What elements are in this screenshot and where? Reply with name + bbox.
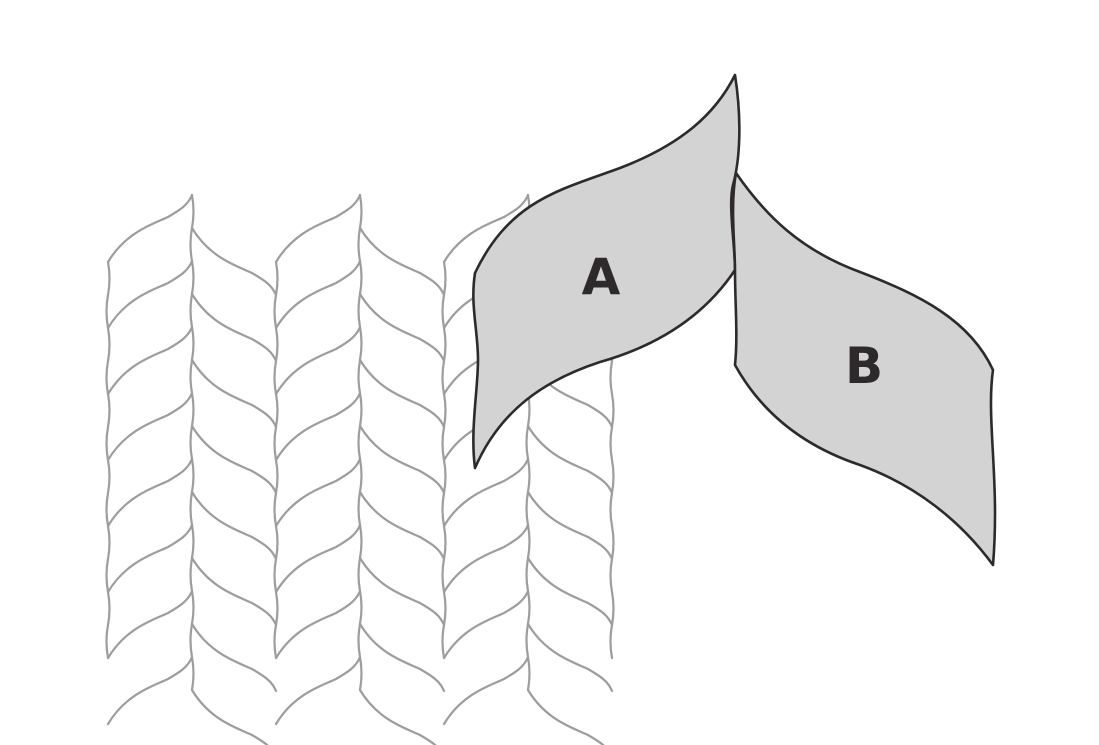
tile-curve: [274, 193, 362, 264]
tile-curve: [358, 622, 446, 693]
tile-curve: [358, 556, 446, 627]
tile-edge: [105, 260, 111, 660]
tile-curve: [274, 457, 362, 528]
tessellation-pattern: [105, 193, 615, 745]
tile-curve: [190, 622, 278, 693]
tile-curve: [358, 358, 446, 429]
tile-curve: [106, 655, 194, 726]
tile-curve: [190, 358, 278, 429]
tile-curve: [190, 424, 278, 495]
piece-b: B: [731, 171, 997, 567]
tile-edge: [357, 193, 363, 692]
tile-curve: [190, 490, 278, 561]
tile-curve: [442, 589, 530, 660]
tile-curve: [274, 391, 362, 462]
tile-curve: [106, 325, 194, 396]
piece-b-shape: [731, 171, 997, 567]
tile-curve: [274, 259, 362, 330]
piece-b-label: B: [845, 337, 883, 395]
tile-curve: [274, 325, 362, 396]
tile-curve: [274, 655, 362, 726]
tile-curve: [526, 556, 614, 627]
tile-curve: [358, 292, 446, 363]
tile-curve: [358, 424, 446, 495]
tile-curve: [442, 457, 530, 528]
tile-curve: [526, 688, 605, 745]
tile-curve: [106, 259, 194, 330]
tile-curve: [274, 589, 362, 660]
tile-edge: [273, 260, 279, 660]
tile-curve: [190, 226, 278, 297]
tile-curve: [526, 424, 614, 495]
tile-curve: [442, 193, 530, 264]
tile-curve: [190, 688, 269, 745]
tile-curve: [106, 391, 194, 462]
tile-curve: [106, 193, 194, 264]
tile-curve: [106, 457, 194, 528]
piece-a-label: A: [582, 248, 621, 306]
tile-curve: [274, 523, 362, 594]
tile-curve: [442, 523, 530, 594]
tile-curve: [526, 490, 614, 561]
piece-a: A: [472, 73, 741, 470]
tile-curve: [106, 523, 194, 594]
tile-curve: [358, 490, 446, 561]
tile-edge: [189, 193, 195, 692]
tile-curve: [106, 589, 194, 660]
tile-curve: [526, 622, 614, 693]
tile-curve: [442, 655, 530, 726]
tile-edge: [441, 260, 447, 660]
tile-curve: [358, 688, 437, 745]
tile-curve: [358, 226, 446, 297]
tile-curve: [190, 556, 278, 627]
tile-curve: [190, 292, 278, 363]
